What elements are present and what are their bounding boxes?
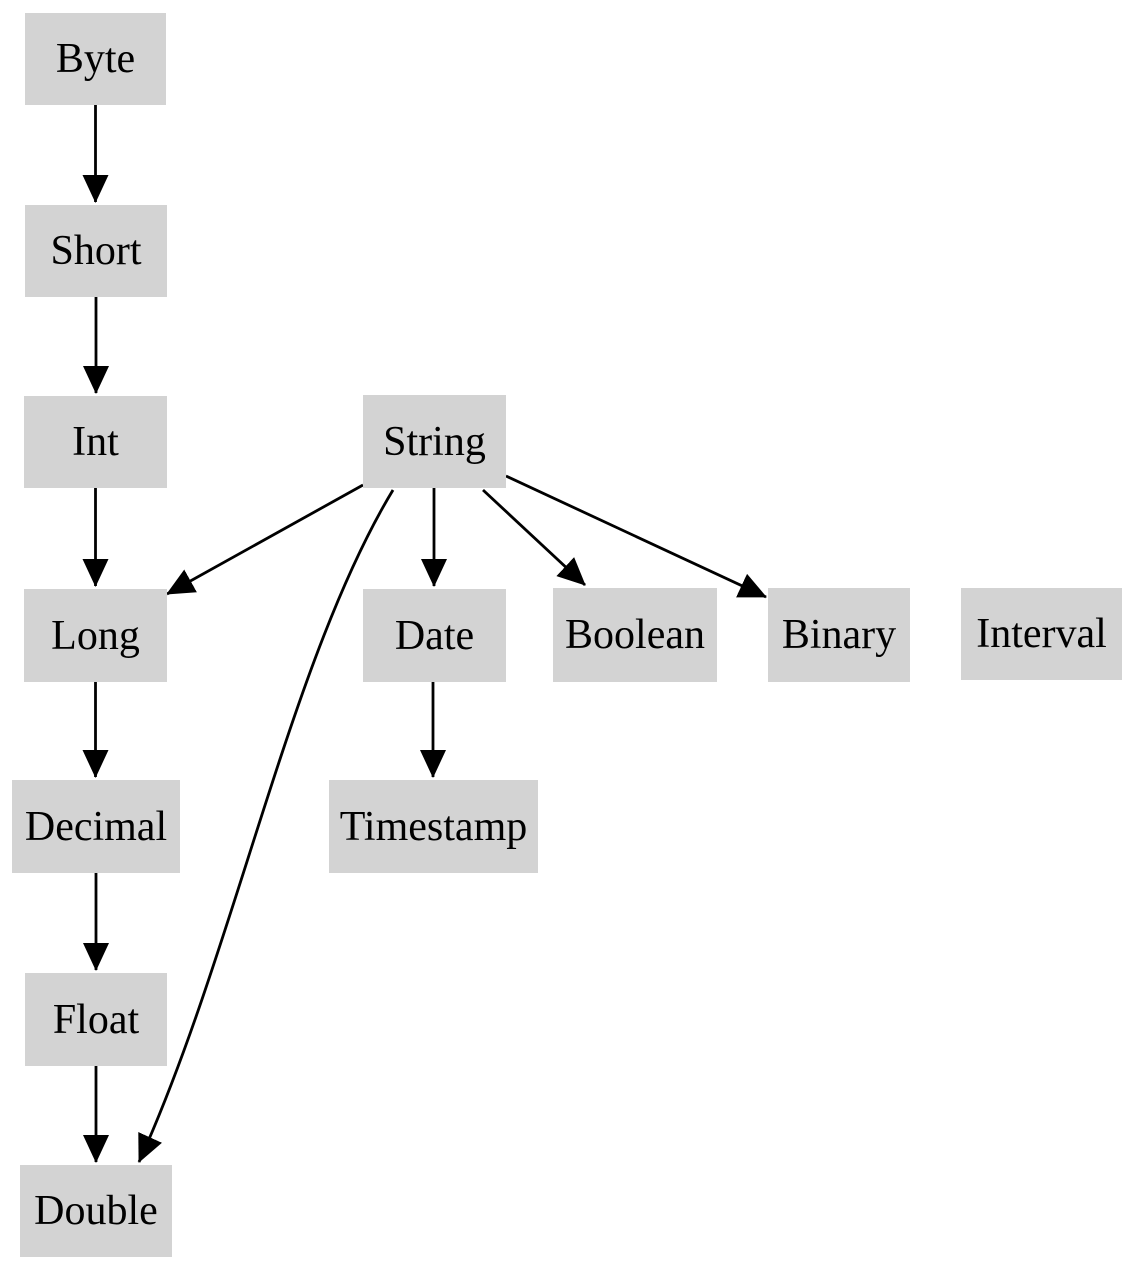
node-decimal: Decimal bbox=[12, 780, 180, 873]
node-timestamp: Timestamp bbox=[329, 780, 538, 873]
node-int: Int bbox=[24, 396, 167, 488]
edge-string-binary bbox=[505, 474, 767, 599]
node-long: Long bbox=[24, 589, 167, 682]
edge-string-long bbox=[166, 483, 364, 596]
node-float: Float bbox=[25, 973, 167, 1066]
node-date: Date bbox=[363, 589, 506, 682]
node-byte: Byte bbox=[25, 13, 166, 105]
node-double: Double bbox=[20, 1165, 172, 1257]
node-binary: Binary bbox=[768, 588, 910, 682]
node-short: Short bbox=[25, 205, 167, 297]
node-boolean: Boolean bbox=[553, 588, 717, 682]
node-interval: Interval bbox=[961, 588, 1122, 680]
edge-string-boolean bbox=[482, 488, 586, 587]
edge-string-double bbox=[137, 489, 395, 1163]
node-string: String bbox=[363, 395, 506, 488]
